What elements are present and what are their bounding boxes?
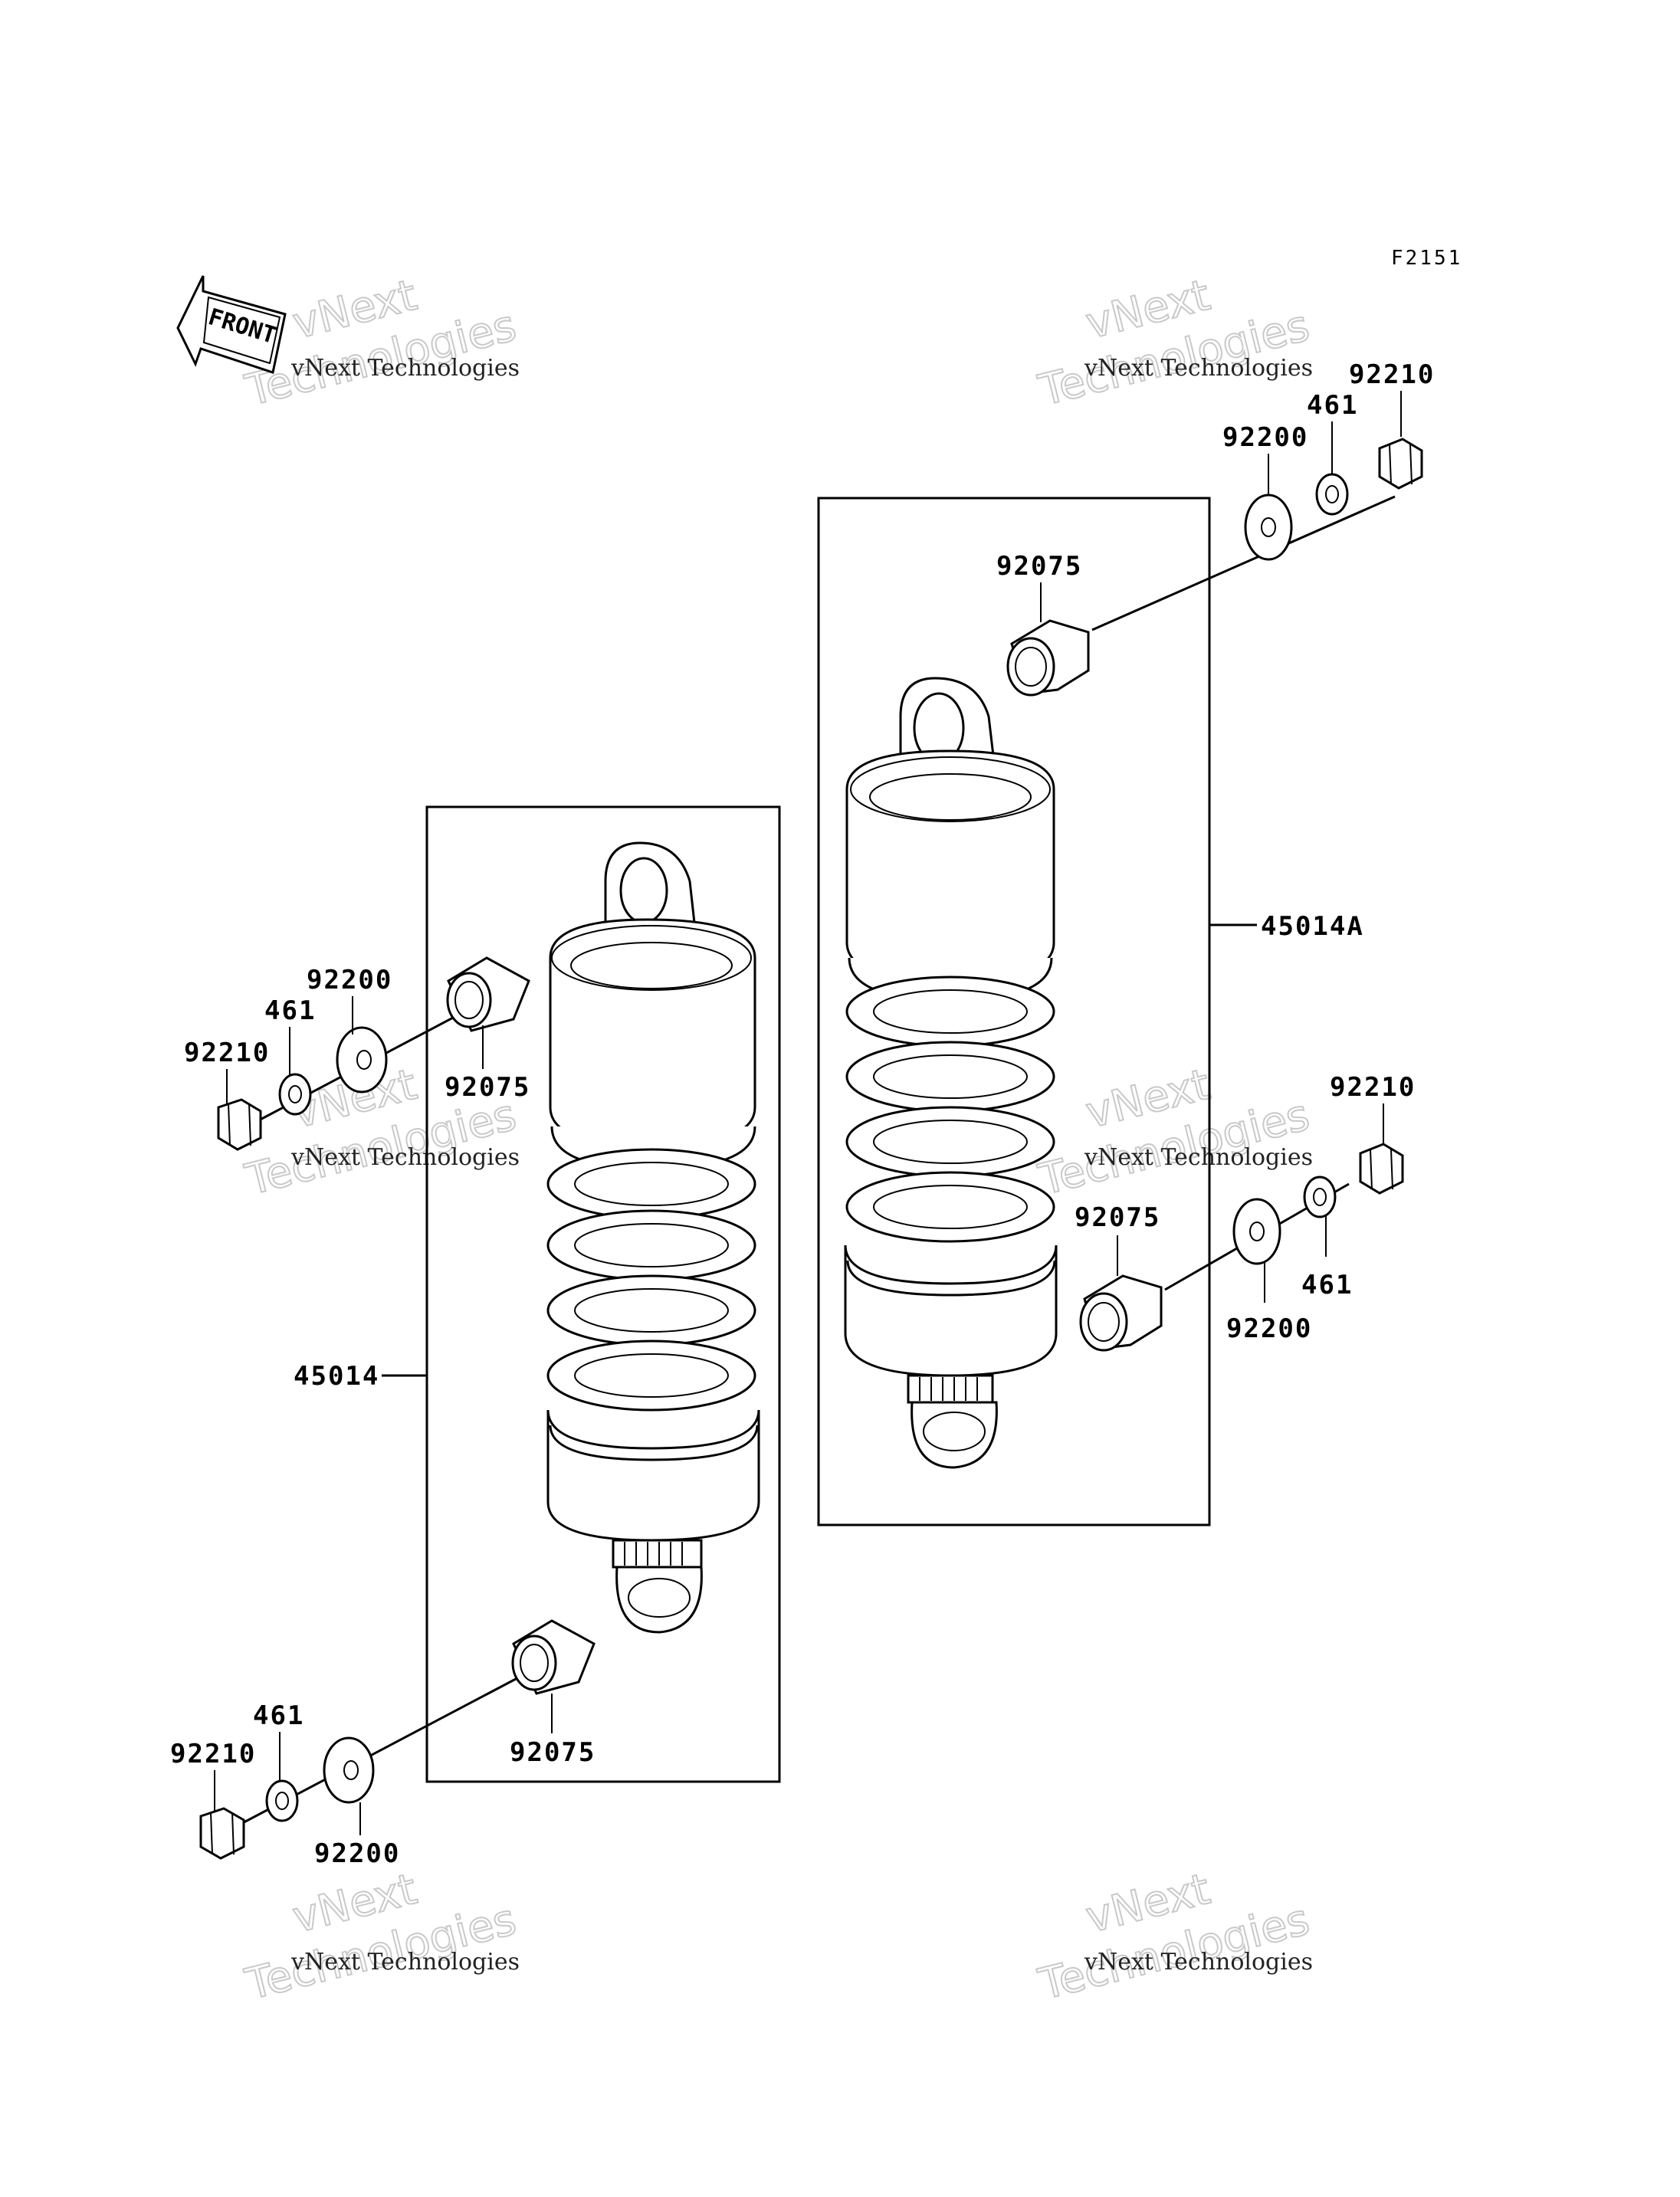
label-92200: 92200 xyxy=(1222,422,1308,453)
label-92200: 92200 xyxy=(314,1838,400,1869)
svg-text:vNext Technologies: vNext Technologies xyxy=(1084,355,1313,382)
watermark-group: vNext Technologies vNext Technologies vN… xyxy=(240,270,1315,2011)
collar-icon xyxy=(446,956,530,1032)
left-assembly-frame xyxy=(425,805,781,1783)
figure-code: F2151 xyxy=(1391,247,1462,270)
label-92210: 92210 xyxy=(1330,1072,1416,1103)
front-arrow-icon: FRONT xyxy=(176,275,287,374)
label-92075: 92075 xyxy=(996,551,1082,582)
label-461: 461 xyxy=(253,1700,304,1731)
left-top-hardware: 92200 461 92210 92075 xyxy=(184,956,530,1151)
svg-text:vNext Technologies: vNext Technologies xyxy=(1084,1144,1313,1171)
washer-icon xyxy=(1244,494,1293,561)
right-bottom-hardware: 92210 92075 461 92200 xyxy=(1075,1072,1416,1352)
label-92210: 92210 xyxy=(170,1739,256,1769)
label-92200: 92200 xyxy=(1226,1313,1312,1344)
label-92210: 92210 xyxy=(184,1038,270,1068)
label-461: 461 xyxy=(1301,1270,1353,1300)
watermark-mid-right: vNext Technologies vNext Technologies xyxy=(1033,1059,1315,1206)
washer-icon xyxy=(336,1026,388,1094)
svg-text:vNext Technologies: vNext Technologies xyxy=(290,1144,520,1171)
lock-washer-icon xyxy=(1303,1176,1337,1218)
watermark-top-right: vNext Technologies vNext Technologies xyxy=(1033,270,1315,417)
svg-text:vNext Technologies: vNext Technologies xyxy=(290,355,520,382)
label-92075: 92075 xyxy=(1075,1202,1160,1233)
label-461: 461 xyxy=(1307,390,1358,421)
label-92210: 92210 xyxy=(1349,359,1435,390)
collar-icon xyxy=(511,1619,596,1695)
nut-icon xyxy=(1378,438,1423,490)
right-assembly-frame xyxy=(817,497,1211,1526)
right-assembly-part-number: 45014A xyxy=(1261,911,1364,942)
label-92075: 92075 xyxy=(510,1737,596,1768)
svg-text:vNext Technologies: vNext Technologies xyxy=(1084,1949,1313,1976)
lock-washer-icon xyxy=(265,1779,299,1822)
label-92075: 92075 xyxy=(445,1072,530,1103)
washer-icon xyxy=(323,1736,375,1804)
label-92200: 92200 xyxy=(307,965,392,995)
nut-icon xyxy=(199,1807,245,1860)
watermark-bottom-left: vNext Technologies vNext Technologies xyxy=(240,1864,522,2011)
right-shock-absorber xyxy=(844,677,1058,1469)
collar-icon xyxy=(1079,1274,1163,1352)
collar-icon xyxy=(1006,619,1090,697)
nut-icon xyxy=(1359,1143,1404,1195)
label-461: 461 xyxy=(264,995,316,1026)
left-bottom-hardware: 461 92210 92200 92075 xyxy=(170,1619,596,1869)
nut-icon xyxy=(217,1098,262,1151)
watermark-bottom-right: vNext Technologies vNext Technologies xyxy=(1033,1864,1315,2011)
washer-icon xyxy=(1232,1198,1281,1265)
lock-washer-icon xyxy=(1315,473,1349,516)
left-shock-absorber xyxy=(546,841,760,1634)
right-top-hardware: 92210 461 92200 92075 xyxy=(996,359,1435,697)
left-assembly-part-number: 45014 xyxy=(294,1361,379,1392)
lock-washer-icon xyxy=(278,1073,312,1116)
svg-text:vNext Technologies: vNext Technologies xyxy=(290,1949,520,1976)
